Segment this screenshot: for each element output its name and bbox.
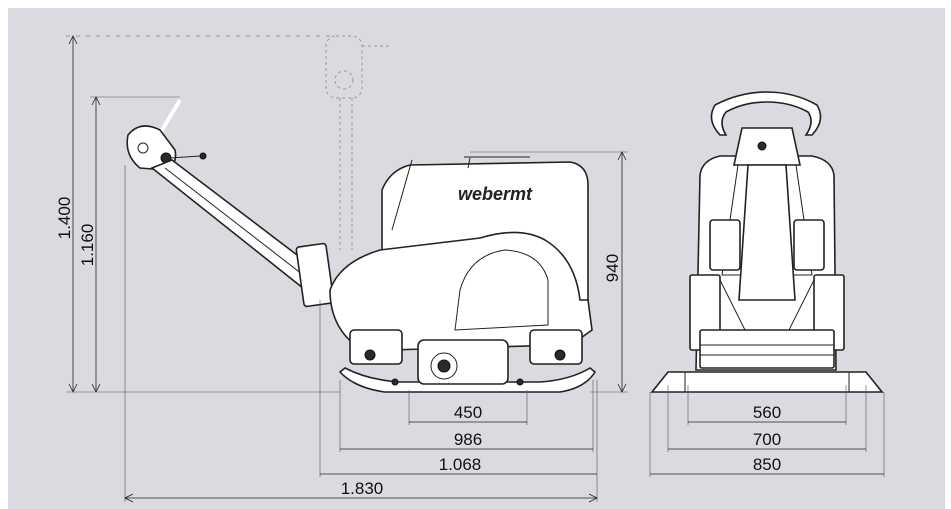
length-1830-label: 1.830	[341, 479, 384, 498]
dimension-length-986: 986	[339, 380, 594, 452]
dimension-length-1830: 1.830	[124, 165, 598, 503]
height-940-label: 940	[603, 254, 622, 282]
guide-handle	[126, 98, 335, 308]
dimension-height-1160: 1.160	[78, 96, 180, 393]
dimension-height-940: 940	[470, 151, 628, 393]
length-986-label: 986	[454, 430, 482, 449]
dimension-height-1400: 1.400	[55, 35, 330, 393]
dimension-width-700: 700	[667, 385, 867, 452]
base-plate-side	[338, 329, 597, 393]
width-850-label: 850	[753, 455, 781, 474]
raised-handle-outline	[325, 35, 392, 250]
height-1160-label: 1.160	[78, 224, 97, 267]
dimension-length-450: 450	[408, 390, 528, 425]
height-1400-label: 1.400	[55, 197, 74, 240]
dimension-width-850: 850	[649, 392, 885, 477]
dimension-width-560: 560	[687, 385, 847, 425]
length-1068-label: 1.068	[439, 455, 482, 474]
width-560-label: 560	[753, 403, 781, 422]
machine-side-body: webermt	[329, 156, 593, 351]
machine-front-view	[650, 91, 884, 393]
length-450-label: 450	[454, 403, 482, 422]
width-700-label: 700	[753, 430, 781, 449]
dimension-length-1068: 1.068	[319, 300, 598, 477]
brand-logo: webermt	[458, 184, 533, 204]
